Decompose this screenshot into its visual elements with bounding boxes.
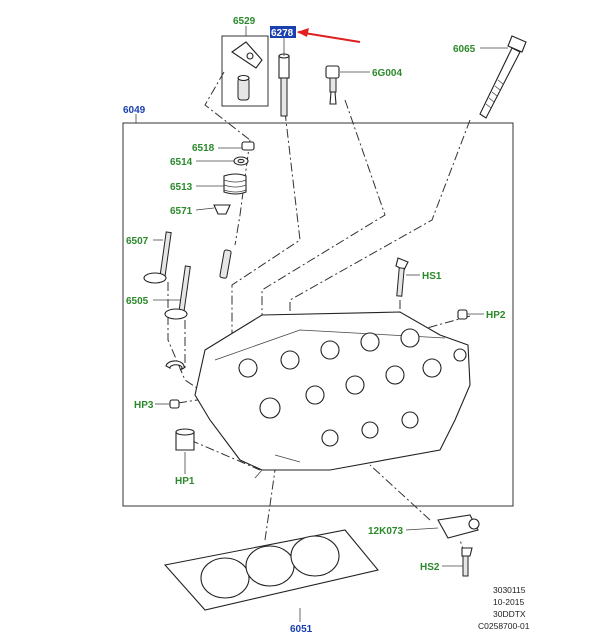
plug-hp1-icon: [175, 428, 195, 451]
label-hp3: HP3: [134, 400, 154, 411]
camshaft-journals: [238, 328, 442, 447]
rocker-group-bracket: [221, 35, 269, 107]
label-6514: 6514: [170, 157, 193, 168]
label-6051: 6051: [290, 624, 313, 635]
label-hp2: HP2: [486, 310, 506, 321]
label-6529: 6529: [233, 16, 256, 27]
plug-hp2-icon: [457, 309, 468, 320]
label-6507: 6507: [126, 236, 149, 247]
label-6065: 6065: [453, 44, 476, 55]
rocker-arm-icon: [231, 41, 263, 101]
label-hs1: HS1: [422, 271, 442, 282]
illustration-reference: 3030115 10-2015 30DDTX C0258700-01: [478, 585, 530, 631]
label-6505: 6505: [126, 296, 149, 307]
head-gasket-icon: [163, 529, 379, 611]
exhaust-valve-icon: [164, 265, 191, 320]
label-12k073: 12K073: [368, 526, 403, 537]
valve-guide-icon: [219, 249, 232, 279]
label-6049: 6049: [123, 105, 146, 116]
reference-line-1: 3030115: [493, 585, 526, 595]
valve-cap-icon: [241, 141, 255, 151]
label-6G004: 6G004: [372, 68, 402, 79]
sensor-6278-icon: [278, 53, 290, 117]
spring-seat-icon: [213, 204, 231, 215]
reference-line-3: 30DDTX: [493, 609, 526, 619]
plug-hp3-icon: [169, 399, 180, 409]
label-hs2: HS2: [420, 562, 440, 573]
inlet-valve-icon: [143, 231, 172, 284]
label-hp1: HP1: [175, 476, 195, 487]
highlight-box: [270, 26, 296, 38]
valve-spring-icon: [223, 173, 247, 195]
snap-ring-icon: [165, 360, 185, 371]
label-6278: 6278: [271, 28, 294, 39]
temperature-sensor-icon: [325, 65, 340, 105]
leader-lines: [135, 26, 508, 622]
head-bolt-icon: [479, 35, 527, 119]
cylinder-head-icon: [194, 311, 471, 479]
reference-line-2: 10-2015: [493, 597, 524, 607]
position-sensor-icon: [437, 514, 480, 539]
bolt-hs2-icon: [461, 547, 473, 577]
label-6571: 6571: [170, 206, 193, 217]
label-6513: 6513: [170, 182, 193, 193]
label-6518: 6518: [192, 143, 215, 154]
reference-line-4: C0258700-01: [478, 621, 530, 631]
red-arrow-icon: [297, 28, 361, 43]
cylinder-head-frame: [122, 122, 514, 507]
bolt-hs1-icon: [395, 257, 409, 297]
valve-seal-icon: [233, 156, 249, 166]
